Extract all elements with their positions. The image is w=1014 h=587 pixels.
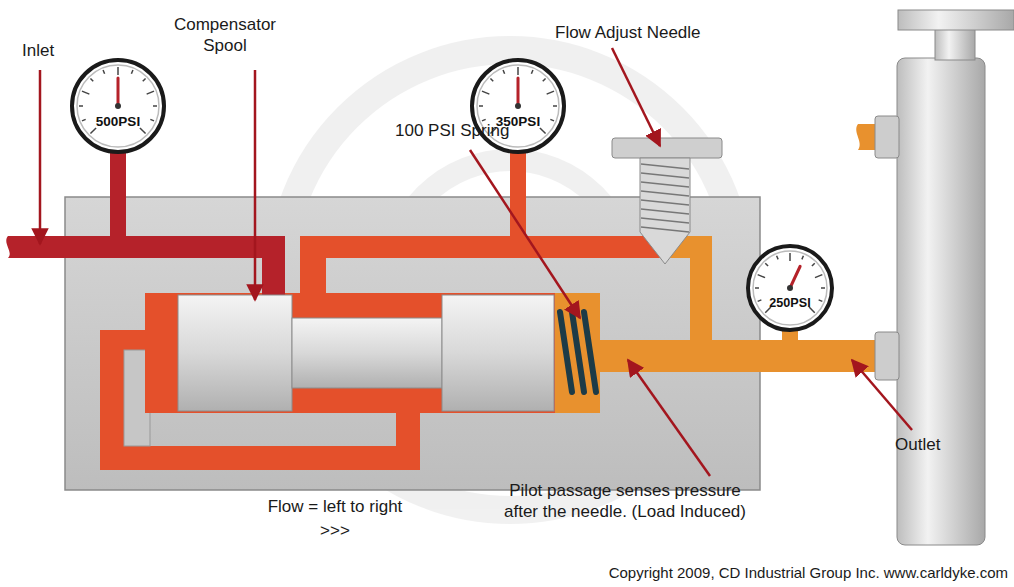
leader-line <box>40 48 912 476</box>
inlet-label: Inlet <box>22 40 54 61</box>
thread-stroke <box>641 191 689 196</box>
thread-stroke <box>641 182 689 187</box>
part-name: Flow Adjust Needle <box>555 22 701 43</box>
thread-stroke <box>641 164 689 169</box>
actuator-cylinder <box>856 10 1014 545</box>
thread-stroke <box>641 218 689 223</box>
thread-stroke <box>641 227 689 232</box>
gauge-reading: 250PSI <box>746 296 834 310</box>
outlet-label: Outlet <box>895 434 940 455</box>
spring-symbol <box>560 312 596 392</box>
spool-bore <box>145 293 555 413</box>
pressure-gauge: 500PSI <box>70 58 166 154</box>
note: Pilot passage senses pressure after the … <box>500 480 750 522</box>
flow-note: Flow = left to right <box>268 496 403 517</box>
gauge-reading: 500PSI <box>70 114 166 129</box>
thread-stroke <box>641 200 689 205</box>
compensator-spool <box>178 295 554 411</box>
flow-arrows: >>> <box>320 520 350 541</box>
flow-adjust-needle <box>612 138 722 264</box>
gauge-dial <box>746 244 834 332</box>
gauge-dial <box>70 58 166 154</box>
part-name: Compensator Spool <box>165 14 285 56</box>
thread-stroke <box>641 209 689 214</box>
gauge-stem <box>110 150 126 238</box>
copyright-note: Copyright 2009, CD Industrial Group Inc.… <box>609 562 1008 583</box>
inlet-pipe <box>6 236 285 296</box>
outlet-passage <box>555 236 878 413</box>
pressure-gauge: 250PSI <box>746 244 834 332</box>
part-name: 100 PSI Spring <box>395 120 509 141</box>
thread-stroke <box>641 173 689 178</box>
upper-passage <box>300 236 665 296</box>
